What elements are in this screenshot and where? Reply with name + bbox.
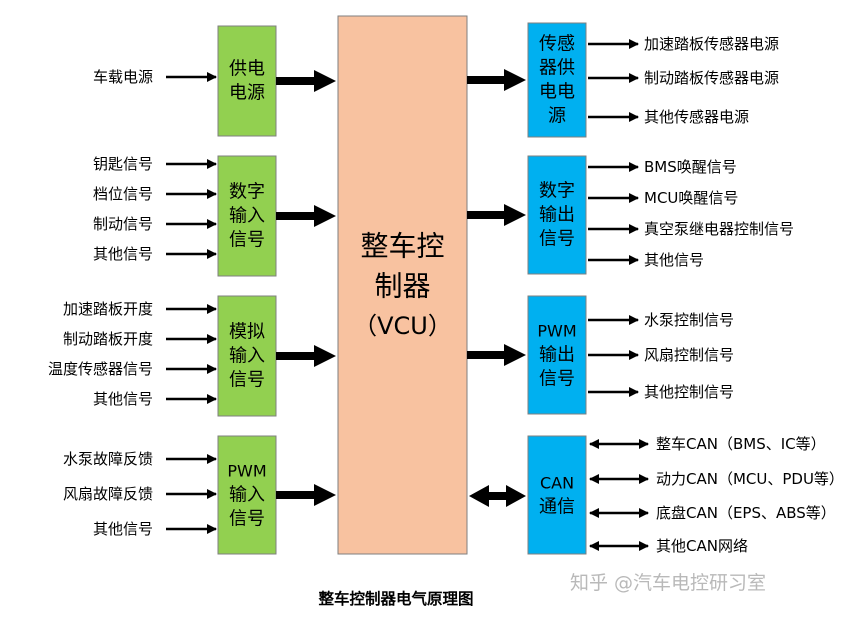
vcu-title-line-2: 制器	[374, 270, 430, 303]
right-group-box-label: 通信	[539, 497, 575, 518]
to-vcu-arrow	[276, 345, 336, 367]
output-signal-label: 其他信号	[644, 251, 704, 269]
right-group-box-label: 器供	[539, 58, 575, 79]
right-group-box	[527, 435, 587, 555]
input-signal-label: 温度传感器信号	[48, 360, 153, 378]
left-group-box-label: 电源	[229, 83, 265, 104]
output-signal-label: 加速踏板传感器电源	[644, 35, 779, 53]
input-signal-label: 加速踏板开度	[63, 300, 153, 318]
right-group-box	[527, 155, 587, 275]
right-group-box-label: 信号	[539, 229, 575, 250]
from-vcu-arrow	[467, 69, 526, 91]
left-group-box-label: 供电	[229, 59, 265, 80]
output-signal-label: BMS唤醒信号	[644, 158, 737, 176]
left-group-box-label: 输入	[229, 485, 265, 506]
left-group-box	[217, 25, 277, 137]
right-group-box	[527, 295, 587, 415]
left-group-box-label: PWM	[227, 462, 266, 481]
input-signal-label: 风扇故障反馈	[63, 485, 153, 503]
right-group-4: CAN 通信 整车CAN（BMS、IC等） 动力CAN（MCU、PDU等） 底盘CAN（…	[469, 435, 844, 555]
right-group-box-label: 电电	[539, 82, 575, 103]
output-signal-label: 风扇控制信号	[644, 346, 734, 364]
watermark: 知乎 @汽车电控研习室	[570, 572, 766, 594]
input-signal-label: 档位信号	[93, 185, 153, 203]
to-vcu-arrow	[276, 205, 336, 227]
input-signal-label: 制动信号	[93, 215, 153, 233]
output-signal-label: 制动踏板传感器电源	[644, 69, 779, 87]
vcu-title-line-3: （VCU）	[353, 312, 452, 340]
right-group-box-label: PWM	[537, 322, 576, 341]
left-group-box	[217, 295, 277, 417]
left-group-box	[217, 155, 277, 277]
output-signal-label: 其他控制信号	[644, 383, 734, 401]
output-signal-label: 水泵控制信号	[644, 311, 734, 329]
right-group-box-label: 信号	[539, 369, 575, 390]
from-vcu-arrow	[467, 204, 526, 226]
input-signal-label: 其他信号	[93, 520, 153, 538]
from-vcu-arrow	[467, 344, 526, 366]
input-signal-label: 水泵故障反馈	[63, 450, 153, 468]
left-group-box-label: 信号	[229, 230, 265, 251]
left-group-box-label: 输入	[229, 206, 265, 227]
to-vcu-arrow	[276, 484, 336, 506]
output-signal-label: 整车CAN（BMS、IC等）	[656, 435, 826, 453]
input-signal-label: 车载电源	[93, 68, 153, 86]
vcu-block	[337, 15, 468, 555]
right-group-box	[527, 22, 587, 138]
output-signal-label: 动力CAN（MCU、PDU等）	[656, 470, 844, 488]
output-signal-label: 真空泵继电器控制信号	[644, 220, 794, 238]
output-signal-label: 其他CAN网络	[656, 537, 748, 555]
right-group-box-label: 源	[548, 106, 566, 127]
right-group-box-label: CAN	[540, 474, 574, 493]
input-signal-label: 其他信号	[93, 390, 153, 408]
left-group-box-label: 输入	[229, 346, 265, 367]
input-signal-label: 制动踏板开度	[63, 330, 153, 348]
right-group-box-label: 输出	[539, 205, 575, 226]
to-vcu-arrow	[276, 70, 336, 92]
right-group-box-label: 传感	[539, 34, 575, 55]
left-group-box-label: 模拟	[229, 322, 265, 343]
right-group-box-label: 输出	[539, 345, 575, 366]
output-signal-label: MCU唤醒信号	[644, 189, 738, 207]
output-signal-label: 底盘CAN（EPS、ABS等）	[656, 504, 836, 522]
right-groups: 传感器供电电源加速踏板传感器电源制动踏板传感器电源其他传感器电源数字输出信号BM…	[467, 22, 844, 555]
left-group-box-label: 信号	[229, 509, 265, 530]
left-group-box	[217, 435, 277, 555]
left-groups: 供电电源车载电源数字输入信号钥匙信号档位信号制动信号其他信号模拟输入信号加速踏板…	[48, 25, 336, 555]
input-signal-label: 其他信号	[93, 245, 153, 263]
right-group-box-label: 数字	[539, 181, 575, 202]
vcu-title-line-1: 整车控	[360, 230, 444, 263]
diagram-title: 整车控制器电气原理图	[317, 589, 473, 608]
input-signal-label: 钥匙信号	[93, 155, 153, 173]
left-group-box-label: 信号	[229, 370, 265, 391]
vcu-can-bidirectional-arrow	[469, 485, 526, 507]
left-group-box-label: 数字	[229, 182, 265, 203]
output-signal-label: 其他传感器电源	[644, 108, 749, 126]
